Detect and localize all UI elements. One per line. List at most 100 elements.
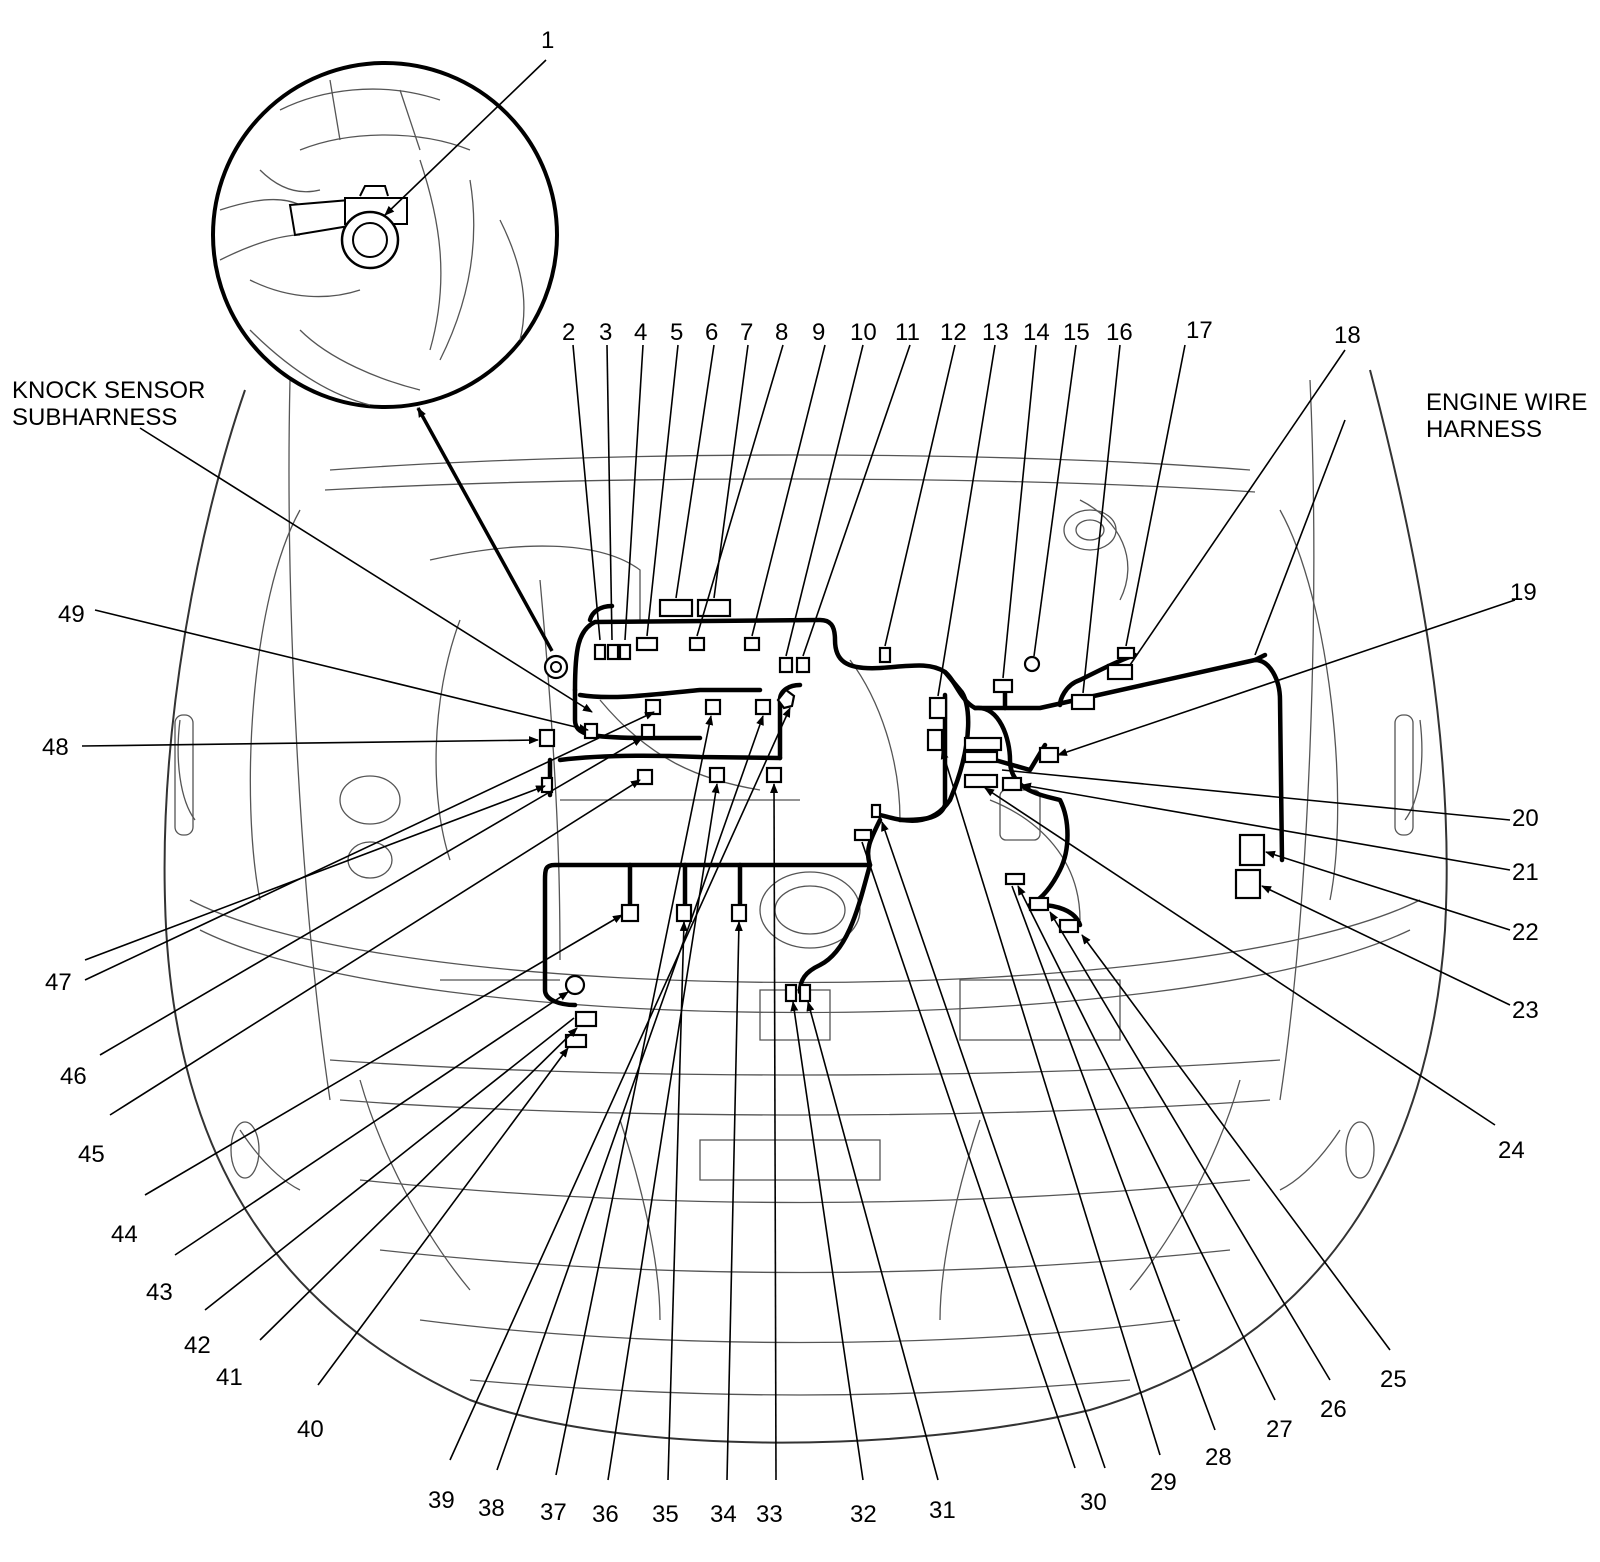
connector-29 <box>870 803 882 819</box>
callout-number: 37 <box>540 1499 567 1526</box>
connector-21 <box>1001 776 1023 792</box>
callout-number: 1 <box>541 27 554 54</box>
connector-20 <box>963 736 1003 752</box>
callout-number: 23 <box>1512 997 1539 1024</box>
callout-number: 36 <box>592 1501 619 1528</box>
knock-sensor-label-line2: SUBHARNESS <box>12 404 177 431</box>
connector-37 <box>708 766 726 784</box>
connector-30 <box>853 828 873 842</box>
connector-36 <box>620 903 640 923</box>
callout-number: 42 <box>184 1332 211 1359</box>
connector-16 <box>1070 693 1096 711</box>
callout-number: 47 <box>45 969 72 996</box>
connector-31 <box>798 983 812 1003</box>
callout-number: 17 <box>1186 317 1213 344</box>
callout-number: 28 <box>1205 1444 1232 1471</box>
connector-5 <box>635 636 659 652</box>
connector-39 <box>754 698 772 716</box>
connector-9 <box>743 636 761 652</box>
connector-18 <box>1106 663 1134 681</box>
callout-number: 43 <box>146 1279 173 1306</box>
callout-number: 12 <box>940 319 967 346</box>
callout-number: 18 <box>1334 322 1361 349</box>
connector-48 <box>538 728 556 748</box>
connector-14 <box>992 678 1014 694</box>
connector-47 <box>540 776 554 794</box>
connector-34 <box>730 903 748 923</box>
connector-41 <box>574 1010 598 1028</box>
callout-number: 44 <box>111 1221 138 1248</box>
connector-23 <box>1234 868 1262 900</box>
inset-pointer-arrow <box>416 407 554 652</box>
callout-number: 31 <box>929 1497 956 1524</box>
callout-number: 10 <box>850 319 877 346</box>
subharness-labels: KNOCK SENSOR SUBHARNESS ENGINE WIRE HARN… <box>12 377 1587 443</box>
knock-sensor-label-line1: KNOCK SENSOR <box>12 377 205 404</box>
connector-10 <box>778 656 794 674</box>
connector-2 <box>593 643 607 661</box>
connector-12 <box>878 646 892 664</box>
connector-49 <box>583 722 599 740</box>
connector-13b <box>926 728 944 752</box>
connector-35 <box>675 903 693 923</box>
connector-25 <box>1058 918 1080 934</box>
connector-24 <box>963 773 999 789</box>
callout-number: 27 <box>1266 1416 1293 1443</box>
connector-43 <box>564 974 586 996</box>
connector-32 <box>784 983 798 1003</box>
callout-number: 41 <box>216 1364 243 1391</box>
callout-number: 40 <box>297 1416 324 1443</box>
callout-number: 7 <box>740 319 753 346</box>
connector-8 <box>688 636 706 652</box>
callout-number: 13 <box>982 319 1009 346</box>
callout-number: 35 <box>652 1501 679 1528</box>
knock-sensor-detail-inset <box>211 61 559 409</box>
connector-13 <box>928 696 948 720</box>
connector-17 <box>1116 646 1136 660</box>
callout-number: 19 <box>1510 579 1537 606</box>
callout-number: 6 <box>705 319 718 346</box>
connector-4 <box>618 643 632 661</box>
callout-number: 21 <box>1512 859 1539 886</box>
engine-harness-label-line2: HARNESS <box>1426 416 1542 443</box>
callout-number: 4 <box>634 319 647 346</box>
callout-number: 5 <box>670 319 683 346</box>
connector-33 <box>765 766 783 784</box>
connector-33b <box>776 688 796 710</box>
callout-number: 26 <box>1320 1396 1347 1423</box>
connector-20b <box>963 750 999 764</box>
callout-number: 38 <box>478 1495 505 1522</box>
callout-number: 49 <box>58 601 85 628</box>
callout-number: 30 <box>1080 1489 1107 1516</box>
callout-number: 16 <box>1106 319 1133 346</box>
callout-number: 15 <box>1063 319 1090 346</box>
callout-number: 34 <box>710 1501 737 1528</box>
callout-number: 45 <box>78 1141 105 1168</box>
callout-number: 3 <box>599 319 612 346</box>
callout-number: 25 <box>1380 1366 1407 1393</box>
callout-number: 29 <box>1150 1469 1177 1496</box>
connector-27 <box>1004 872 1026 886</box>
connector-44 <box>636 768 654 786</box>
callout-number: 24 <box>1498 1137 1525 1164</box>
connector-26 <box>1028 896 1050 912</box>
callout-number: 33 <box>756 1501 783 1528</box>
callout-number: 14 <box>1023 319 1050 346</box>
connectors <box>538 598 1266 1049</box>
connector-38 <box>704 698 722 716</box>
connector-15 <box>1023 655 1041 673</box>
connector-3 <box>606 643 620 661</box>
callout-number: 20 <box>1512 805 1539 832</box>
callout-number: 22 <box>1512 919 1539 946</box>
connector-11 <box>795 656 811 674</box>
engine-harness-label-line1: ENGINE WIRE <box>1426 389 1587 416</box>
harness-wiring <box>542 603 1285 1008</box>
callout-number: 11 <box>895 319 920 346</box>
connector-6 <box>658 598 694 618</box>
callout-number: 9 <box>812 319 825 346</box>
callout-number: 39 <box>428 1487 455 1514</box>
callout-number: 8 <box>775 319 788 346</box>
callout-number: 2 <box>562 319 575 346</box>
connector-46 <box>640 723 656 739</box>
